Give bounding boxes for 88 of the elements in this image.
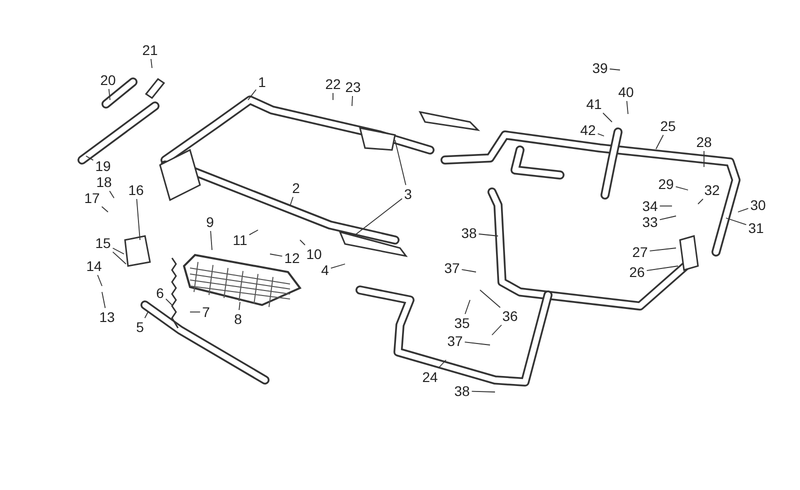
callout-number: 33 [642,215,658,229]
leader-line [609,68,620,70]
callout-number: 15 [95,236,111,250]
leader-line [300,240,306,246]
leader-line [270,254,283,257]
leader-line [150,58,152,68]
callout-number: 13 [99,310,115,324]
callout-number: 42 [580,123,596,137]
callout-number: 34 [642,199,658,213]
leader-line [97,274,102,286]
leader-line [354,198,403,236]
leader-line [290,196,294,206]
leader-line [649,248,676,252]
callout-number: 28 [696,135,712,149]
leader-line [464,342,490,346]
callout-number: 10 [306,247,322,261]
callout-number: 22 [325,77,341,91]
callout-number: 1 [258,75,266,89]
leader-line [108,88,110,100]
callout-number: 30 [750,198,766,212]
leader-line [352,96,353,106]
leader-line [112,251,126,264]
leader-line [332,92,334,100]
callout-number: 8 [234,312,242,326]
callout-number: 37 [444,261,460,275]
leader-line [330,264,346,269]
leader-line [492,324,502,336]
callout-number: 18 [96,175,112,189]
leader-line [478,234,498,236]
leader-line [144,312,148,318]
leader-line [248,89,257,100]
leader-line [438,360,446,368]
callout-number: 12 [284,251,300,265]
callout-number: 39 [592,61,608,75]
callout-number: 9 [206,215,214,229]
leader-line [597,133,604,136]
leader-line [726,218,747,226]
leader-line [675,186,688,190]
callout-number: 37 [447,334,463,348]
callout-number: 23 [345,80,361,94]
leader-line [656,134,664,150]
callout-number: 4 [321,263,329,277]
callout-number: 24 [422,370,438,384]
callout-number: 41 [586,97,602,111]
callout-number: 14 [86,259,102,273]
callout-number: 27 [632,245,648,259]
callout-number: 40 [618,85,634,99]
leader-line [464,300,470,314]
callout-number: 2 [292,181,300,195]
leader-line [210,230,212,250]
callout-number: 11 [232,233,248,247]
leader-line [165,298,172,306]
leader-line [394,140,406,186]
leader-line [102,292,106,308]
callout-number: 20 [100,73,116,87]
leader-line [659,216,676,220]
leader-line [101,206,108,212]
callout-number: 32 [704,183,720,197]
callout-number: 35 [454,316,470,330]
callout-number: 31 [748,221,764,235]
leader-line [109,190,114,198]
callout-number: 25 [660,119,676,133]
leader-line [461,269,476,272]
callout-number: 3 [404,187,412,201]
callout-number: 19 [95,159,111,173]
leader-line [480,290,501,308]
callout-number: 38 [461,226,477,240]
callout-number: 17 [84,191,100,205]
callout-number: 26 [629,265,645,279]
leader-line [86,156,94,161]
leader-line [136,198,140,240]
leader-line [626,100,628,114]
callout-number: 29 [658,177,674,191]
callout-number: 38 [454,384,470,398]
callout-number: 36 [502,309,518,323]
callout-number: 21 [142,43,158,57]
leader-line [738,208,749,212]
leader-line [602,112,612,122]
callout-number: 6 [156,286,164,300]
leader-line [248,230,258,236]
leader-line [646,266,678,272]
leader-line [698,198,704,204]
callout-number: 7 [202,305,210,319]
callout-number: 5 [136,320,144,334]
leader-line [112,248,124,254]
leader-line [238,302,240,310]
leader-line [471,390,496,392]
callout-number: 16 [128,183,144,197]
